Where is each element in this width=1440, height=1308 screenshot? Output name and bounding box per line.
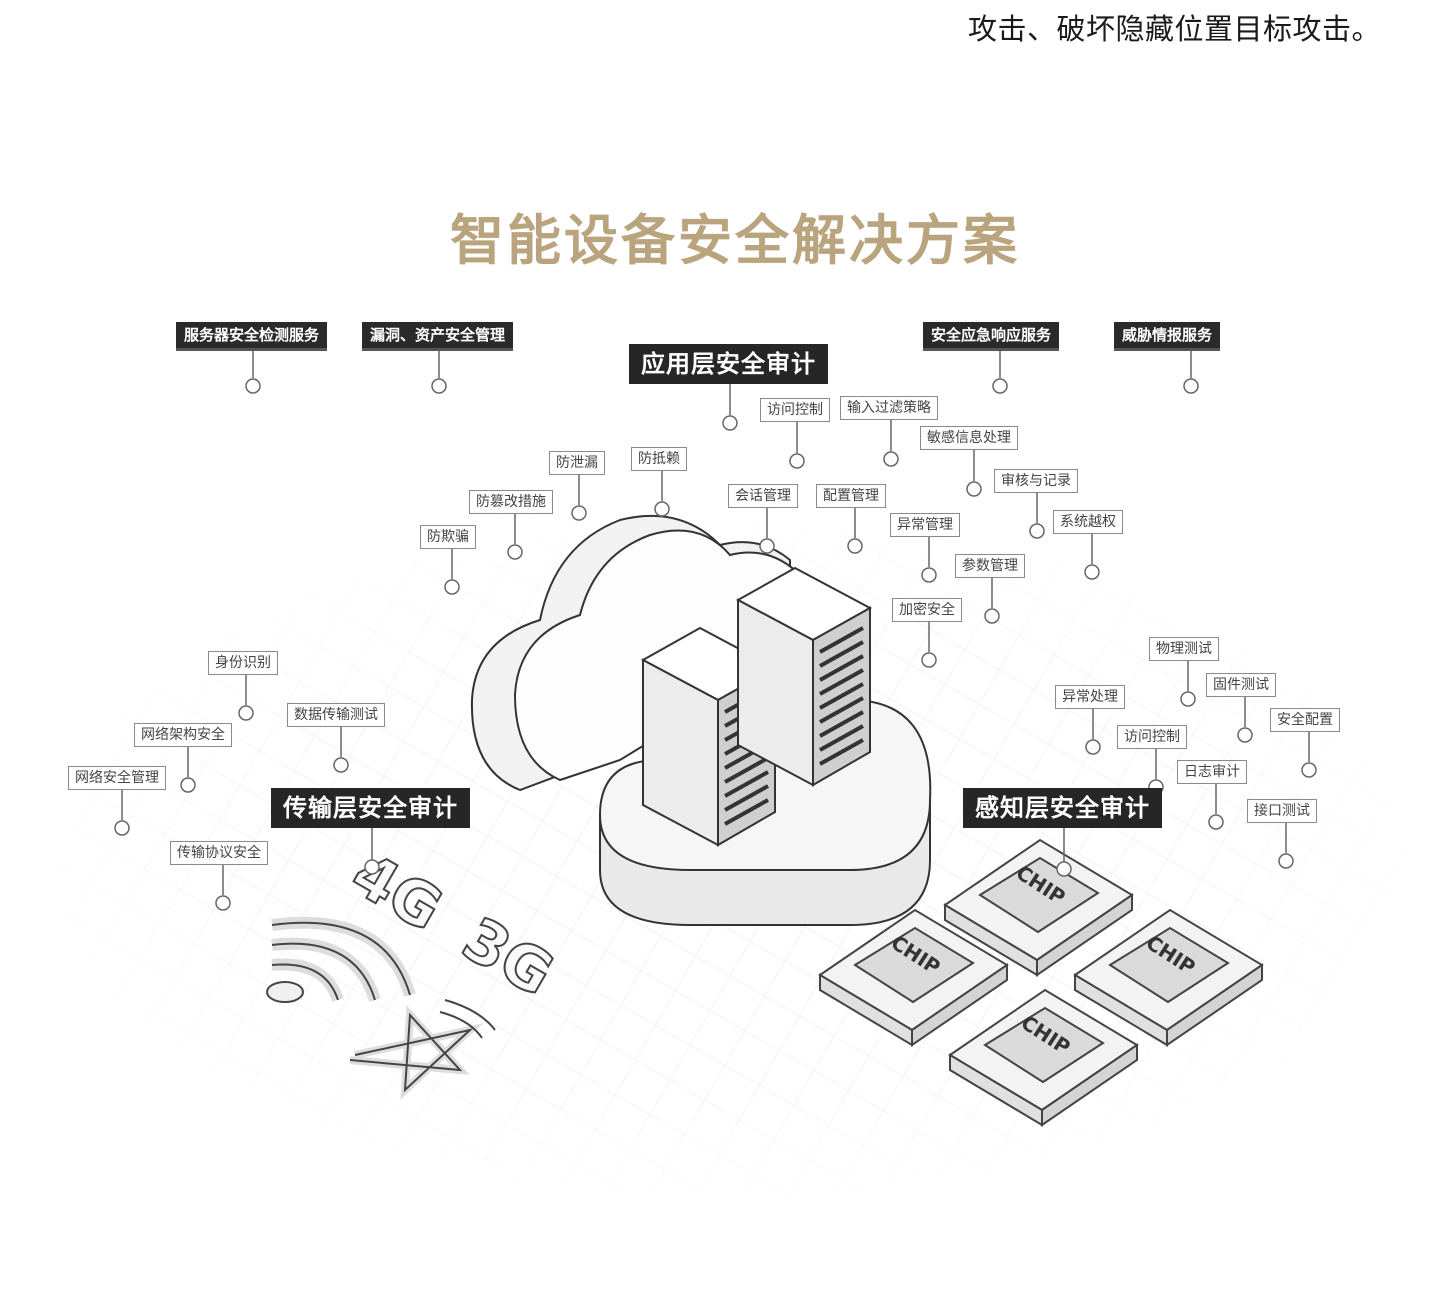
connectors: [114, 347, 1317, 911]
label-anti-spoofing: 防欺骗: [420, 525, 476, 549]
chip-left: CHIP: [818, 908, 1009, 1047]
label-audit-record: 审核与记录: [994, 469, 1078, 493]
page-title: 智能设备安全解决方案: [450, 209, 1020, 272]
label-sensitive-info: 敏感信息处理: [920, 426, 1018, 450]
label-network-architecture: 网络架构安全: [134, 723, 232, 747]
label-encryption: 加密安全: [892, 598, 962, 622]
server-right: [735, 566, 873, 787]
layer-application-audit: 应用层安全审计: [629, 344, 828, 384]
label-anti-leak: 防泄漏: [549, 451, 605, 475]
label-anti-repudiation: 防抵赖: [631, 447, 687, 471]
label-anti-tamper: 防篡改措施: [469, 490, 553, 514]
chip-group: CHIP CHIP CHIP CHIP: [818, 838, 1264, 1127]
label-privilege-escalation: 系统越权: [1053, 510, 1123, 534]
label-log-audit: 日志审计: [1177, 760, 1247, 784]
layer-perception-audit: 感知层安全审计: [963, 788, 1162, 828]
tag-vuln-asset-management: 漏洞、资产安全管理: [362, 322, 514, 351]
label-data-transfer-test: 数据传输测试: [287, 703, 385, 727]
header-text: 攻击、破坏隐藏位置目标攻击。: [968, 12, 1382, 46]
bluetooth-icon: [349, 999, 496, 1100]
layer-transport-audit: 传输层安全审计: [271, 788, 470, 828]
wifi-icon: [266, 916, 416, 1003]
chip-bottom: CHIP: [948, 988, 1139, 1127]
chip-right: CHIP: [1073, 908, 1264, 1047]
label-firmware-test: 固件测试: [1206, 673, 1276, 697]
label-physical-test: 物理测试: [1149, 637, 1219, 661]
label-security-config: 安全配置: [1270, 708, 1340, 732]
label-network-security-mgmt: 网络安全管理: [68, 766, 166, 790]
label-config-mgmt: 配置管理: [816, 484, 886, 508]
label-access-control: 访问控制: [760, 398, 830, 422]
label-exception-handling: 异常处理: [1055, 685, 1125, 709]
label-identity: 身份识别: [208, 651, 278, 675]
label-param-mgmt: 参数管理: [955, 554, 1025, 578]
tag-emergency-response: 安全应急响应服务: [923, 322, 1060, 351]
label-protocol-security: 传输协议安全: [170, 841, 268, 865]
tag-threat-intelligence: 威胁情报服务: [1114, 322, 1221, 351]
label-perception-access-control: 访问控制: [1117, 725, 1187, 749]
label-input-filtering: 输入过滤策略: [840, 396, 938, 420]
label-exception-mgmt: 异常管理: [890, 513, 960, 537]
label-session-mgmt: 会话管理: [728, 484, 798, 508]
chip-top: CHIP: [943, 838, 1134, 977]
tag-server-security-detection: 服务器安全检测服务: [176, 322, 328, 351]
label-interface-test: 接口测试: [1247, 799, 1317, 823]
